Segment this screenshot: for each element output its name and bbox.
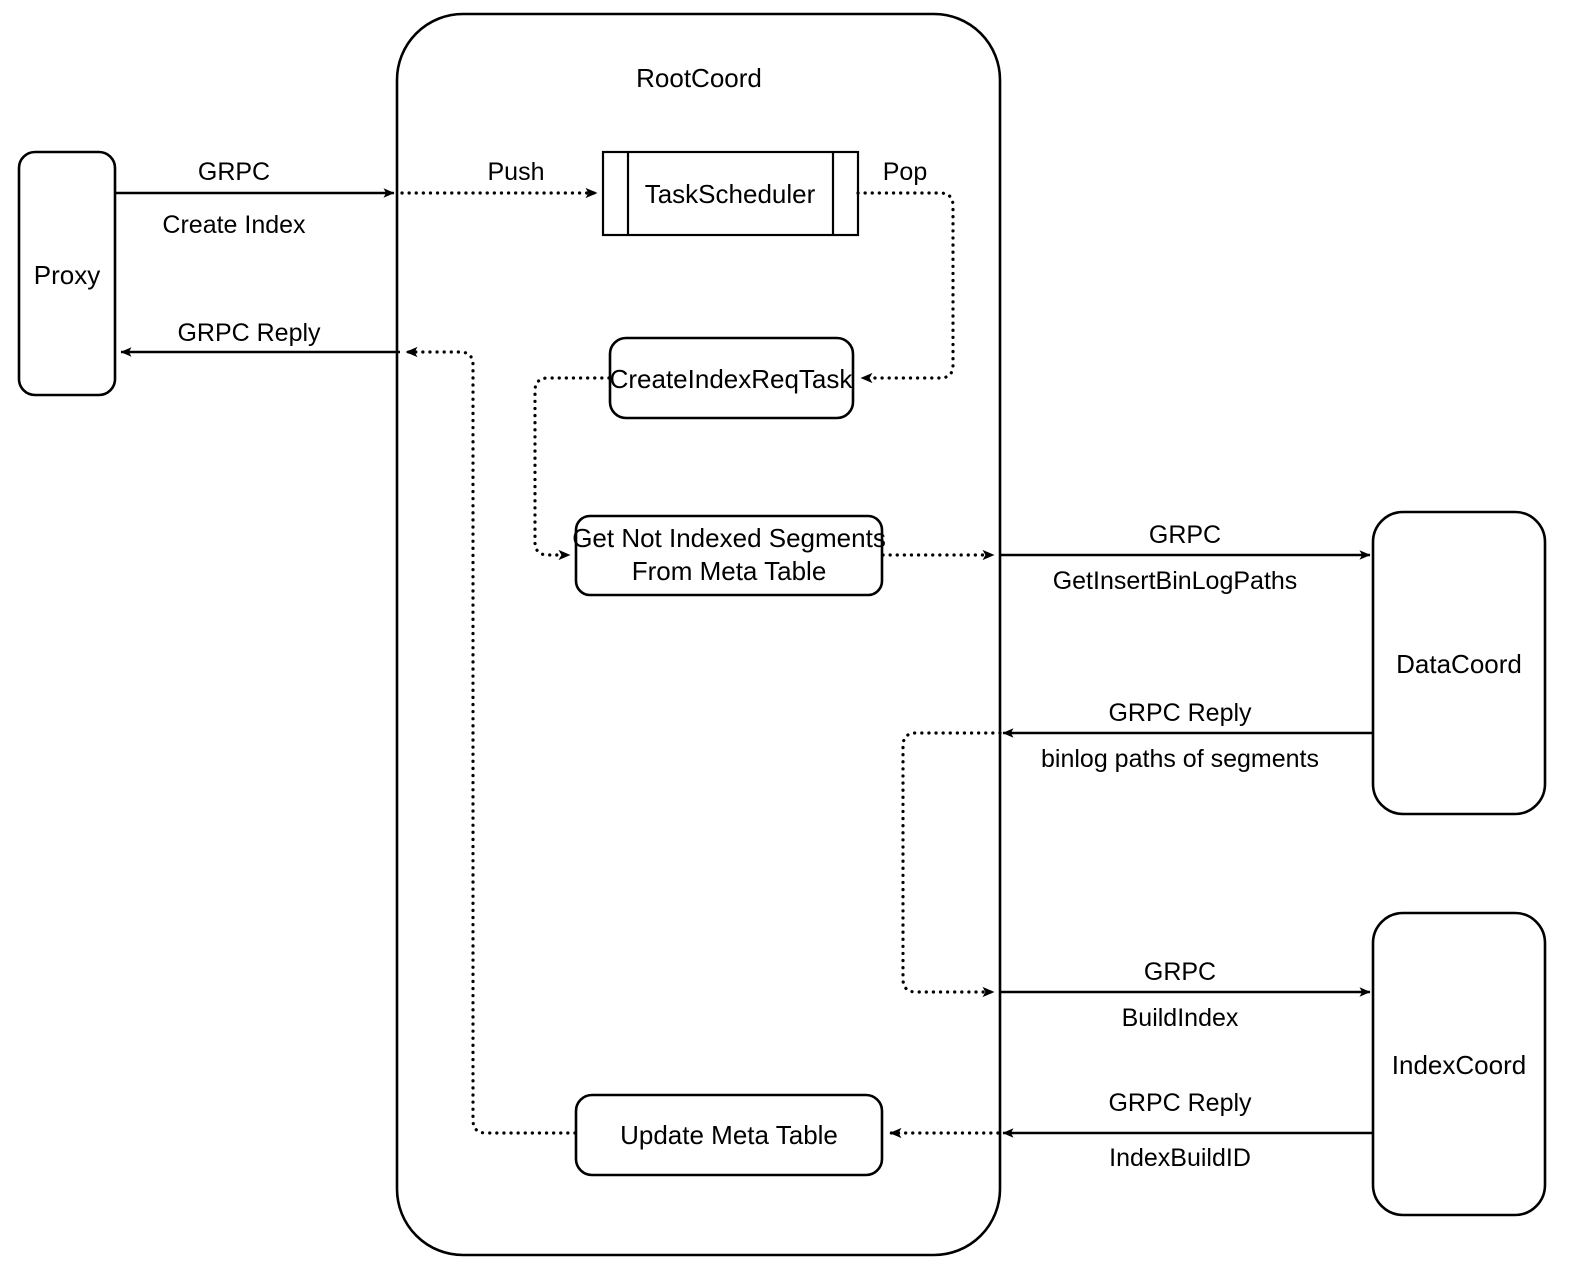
- edge-label-binlog-paths: binlog paths of segments: [1041, 745, 1319, 773]
- edge-datacoord-reply[interactable]: GRPC Reply binlog paths of segments: [1002, 699, 1372, 773]
- update-meta-table-box: [574, 1093, 884, 1177]
- edge-update-meta-to-proxy-reply-path: [404, 346, 577, 1135]
- edge-rootcoord-to-indexcoord[interactable]: GRPC BuildIndex: [1000, 958, 1371, 1032]
- update-meta-table-label: Update Meta Table: [620, 1120, 838, 1150]
- get-not-indexed-segments-label-line2: From Meta Table: [632, 556, 827, 586]
- proxy-box: [17, 150, 117, 397]
- edge-label-buildindex: BuildIndex: [1122, 1004, 1239, 1032]
- edge-label-grpc-reply-datacoord: GRPC Reply: [1108, 699, 1252, 727]
- edge-update-meta-to-proxy-reply[interactable]: [404, 346, 577, 1135]
- node-task-scheduler[interactable]: TaskScheduler: [601, 150, 860, 237]
- node-indexcoord[interactable]: IndexCoord: [1371, 911, 1547, 1217]
- container-rootcoord[interactable]: RootCoord: [395, 12, 1002, 1257]
- edge-label-create-index: Create Index: [162, 211, 306, 239]
- edge-pop-to-task[interactable]: Pop: [856, 158, 955, 384]
- indexcoord-label: IndexCoord: [1392, 1050, 1526, 1080]
- indexcoord-box: [1371, 911, 1547, 1217]
- edge-label-indexbuildid: IndexBuildID: [1109, 1144, 1251, 1172]
- node-get-not-indexed-segments[interactable]: Get Not Indexed Segments From Meta Table: [572, 514, 886, 597]
- edge-label-grpc-reply-indexcoord: GRPC Reply: [1108, 1089, 1252, 1117]
- edge-label-grpc-reply-proxy: GRPC Reply: [177, 319, 321, 347]
- datacoord-label: DataCoord: [1396, 649, 1522, 679]
- edge-binlog-to-buildindex-path: [901, 731, 1002, 998]
- node-datacoord[interactable]: DataCoord: [1371, 510, 1547, 816]
- edge-rootcoord-to-datacoord[interactable]: GRPC GetInsertBinLogPaths: [1000, 521, 1371, 595]
- edge-label-push: Push: [488, 158, 545, 186]
- edge-label-grpc-buildindex-top: GRPC: [1144, 958, 1216, 986]
- edge-task-to-get-segments[interactable]: [533, 376, 611, 561]
- edge-task-to-get-segments-path: [533, 376, 611, 561]
- edge-label-pop: Pop: [883, 158, 927, 186]
- edge-binlog-to-buildindex[interactable]: [901, 731, 1002, 998]
- task-scheduler-box: [601, 150, 860, 237]
- edge-rootcoord-to-proxy[interactable]: GRPC Reply: [120, 319, 400, 357]
- rootcoord-title: RootCoord: [636, 63, 762, 93]
- edge-label-getinsertbinlogpaths: GetInsertBinLogPaths: [1053, 567, 1298, 595]
- rootcoord-boundary: [395, 12, 1002, 1257]
- proxy-label: Proxy: [34, 260, 100, 290]
- datacoord-box: [1371, 510, 1547, 816]
- get-not-indexed-segments-label-line1: Get Not Indexed Segments: [572, 523, 886, 553]
- node-proxy[interactable]: Proxy: [17, 150, 117, 397]
- node-update-meta-table[interactable]: Update Meta Table: [574, 1093, 884, 1177]
- edge-pop-path: [856, 191, 955, 384]
- edge-indexcoord-reply[interactable]: GRPC Reply IndexBuildID: [1002, 1089, 1372, 1172]
- edge-proxy-to-rootcoord[interactable]: GRPC Create Index: [116, 158, 395, 239]
- edge-push-to-scheduler[interactable]: Push: [400, 158, 599, 199]
- edge-label-grpc-getinsertbinlogpaths-top: GRPC: [1149, 521, 1221, 549]
- edge-label-grpc-create-index-top: GRPC: [198, 158, 270, 186]
- task-scheduler-label: TaskScheduler: [645, 179, 816, 209]
- node-create-index-req-task[interactable]: CreateIndexReqTask: [608, 336, 855, 420]
- create-index-req-task-label: CreateIndexReqTask: [610, 364, 854, 394]
